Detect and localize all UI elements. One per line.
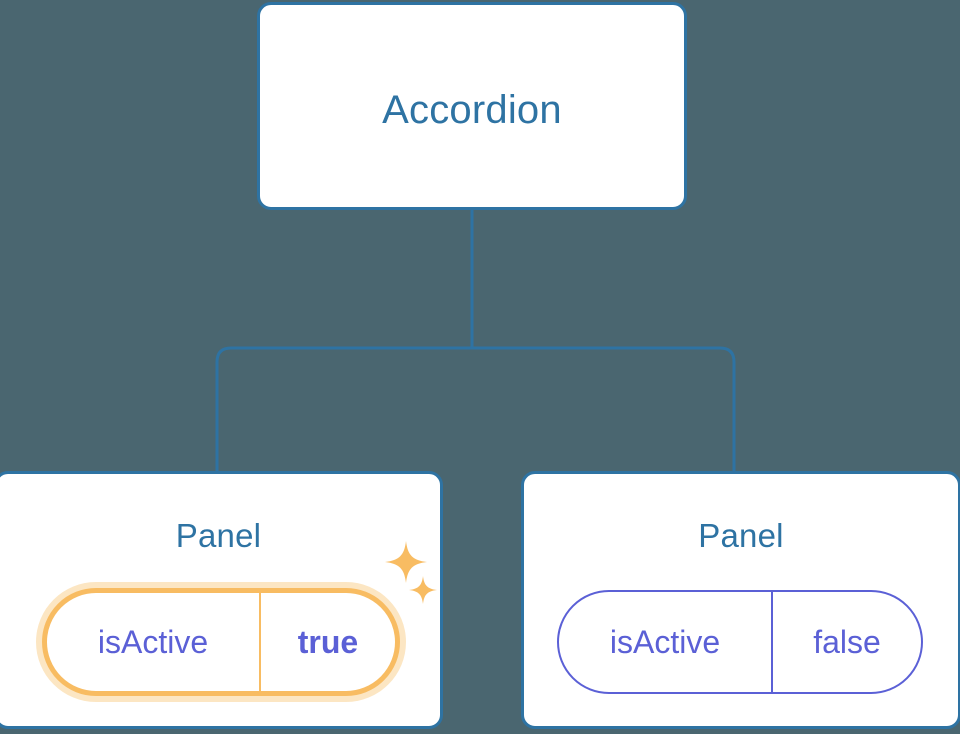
prop-pill-isactive-true[interactable]: isActive true (42, 588, 400, 696)
prop-value: false (813, 623, 881, 660)
prop-value: true (297, 623, 359, 660)
node-panel-inactive-label: Panel (698, 517, 784, 554)
connector-branch-right (470, 346, 736, 475)
node-accordion[interactable]: Accordion (257, 2, 687, 210)
prop-pill-isactive-false[interactable]: isActive false (557, 590, 923, 694)
node-panel-active-label: Panel (175, 517, 262, 554)
prop-key: isActive (559, 592, 773, 692)
node-accordion-label: Accordion (382, 88, 562, 132)
prop-key: isActive (47, 593, 261, 691)
connector-branch-left (215, 346, 474, 475)
